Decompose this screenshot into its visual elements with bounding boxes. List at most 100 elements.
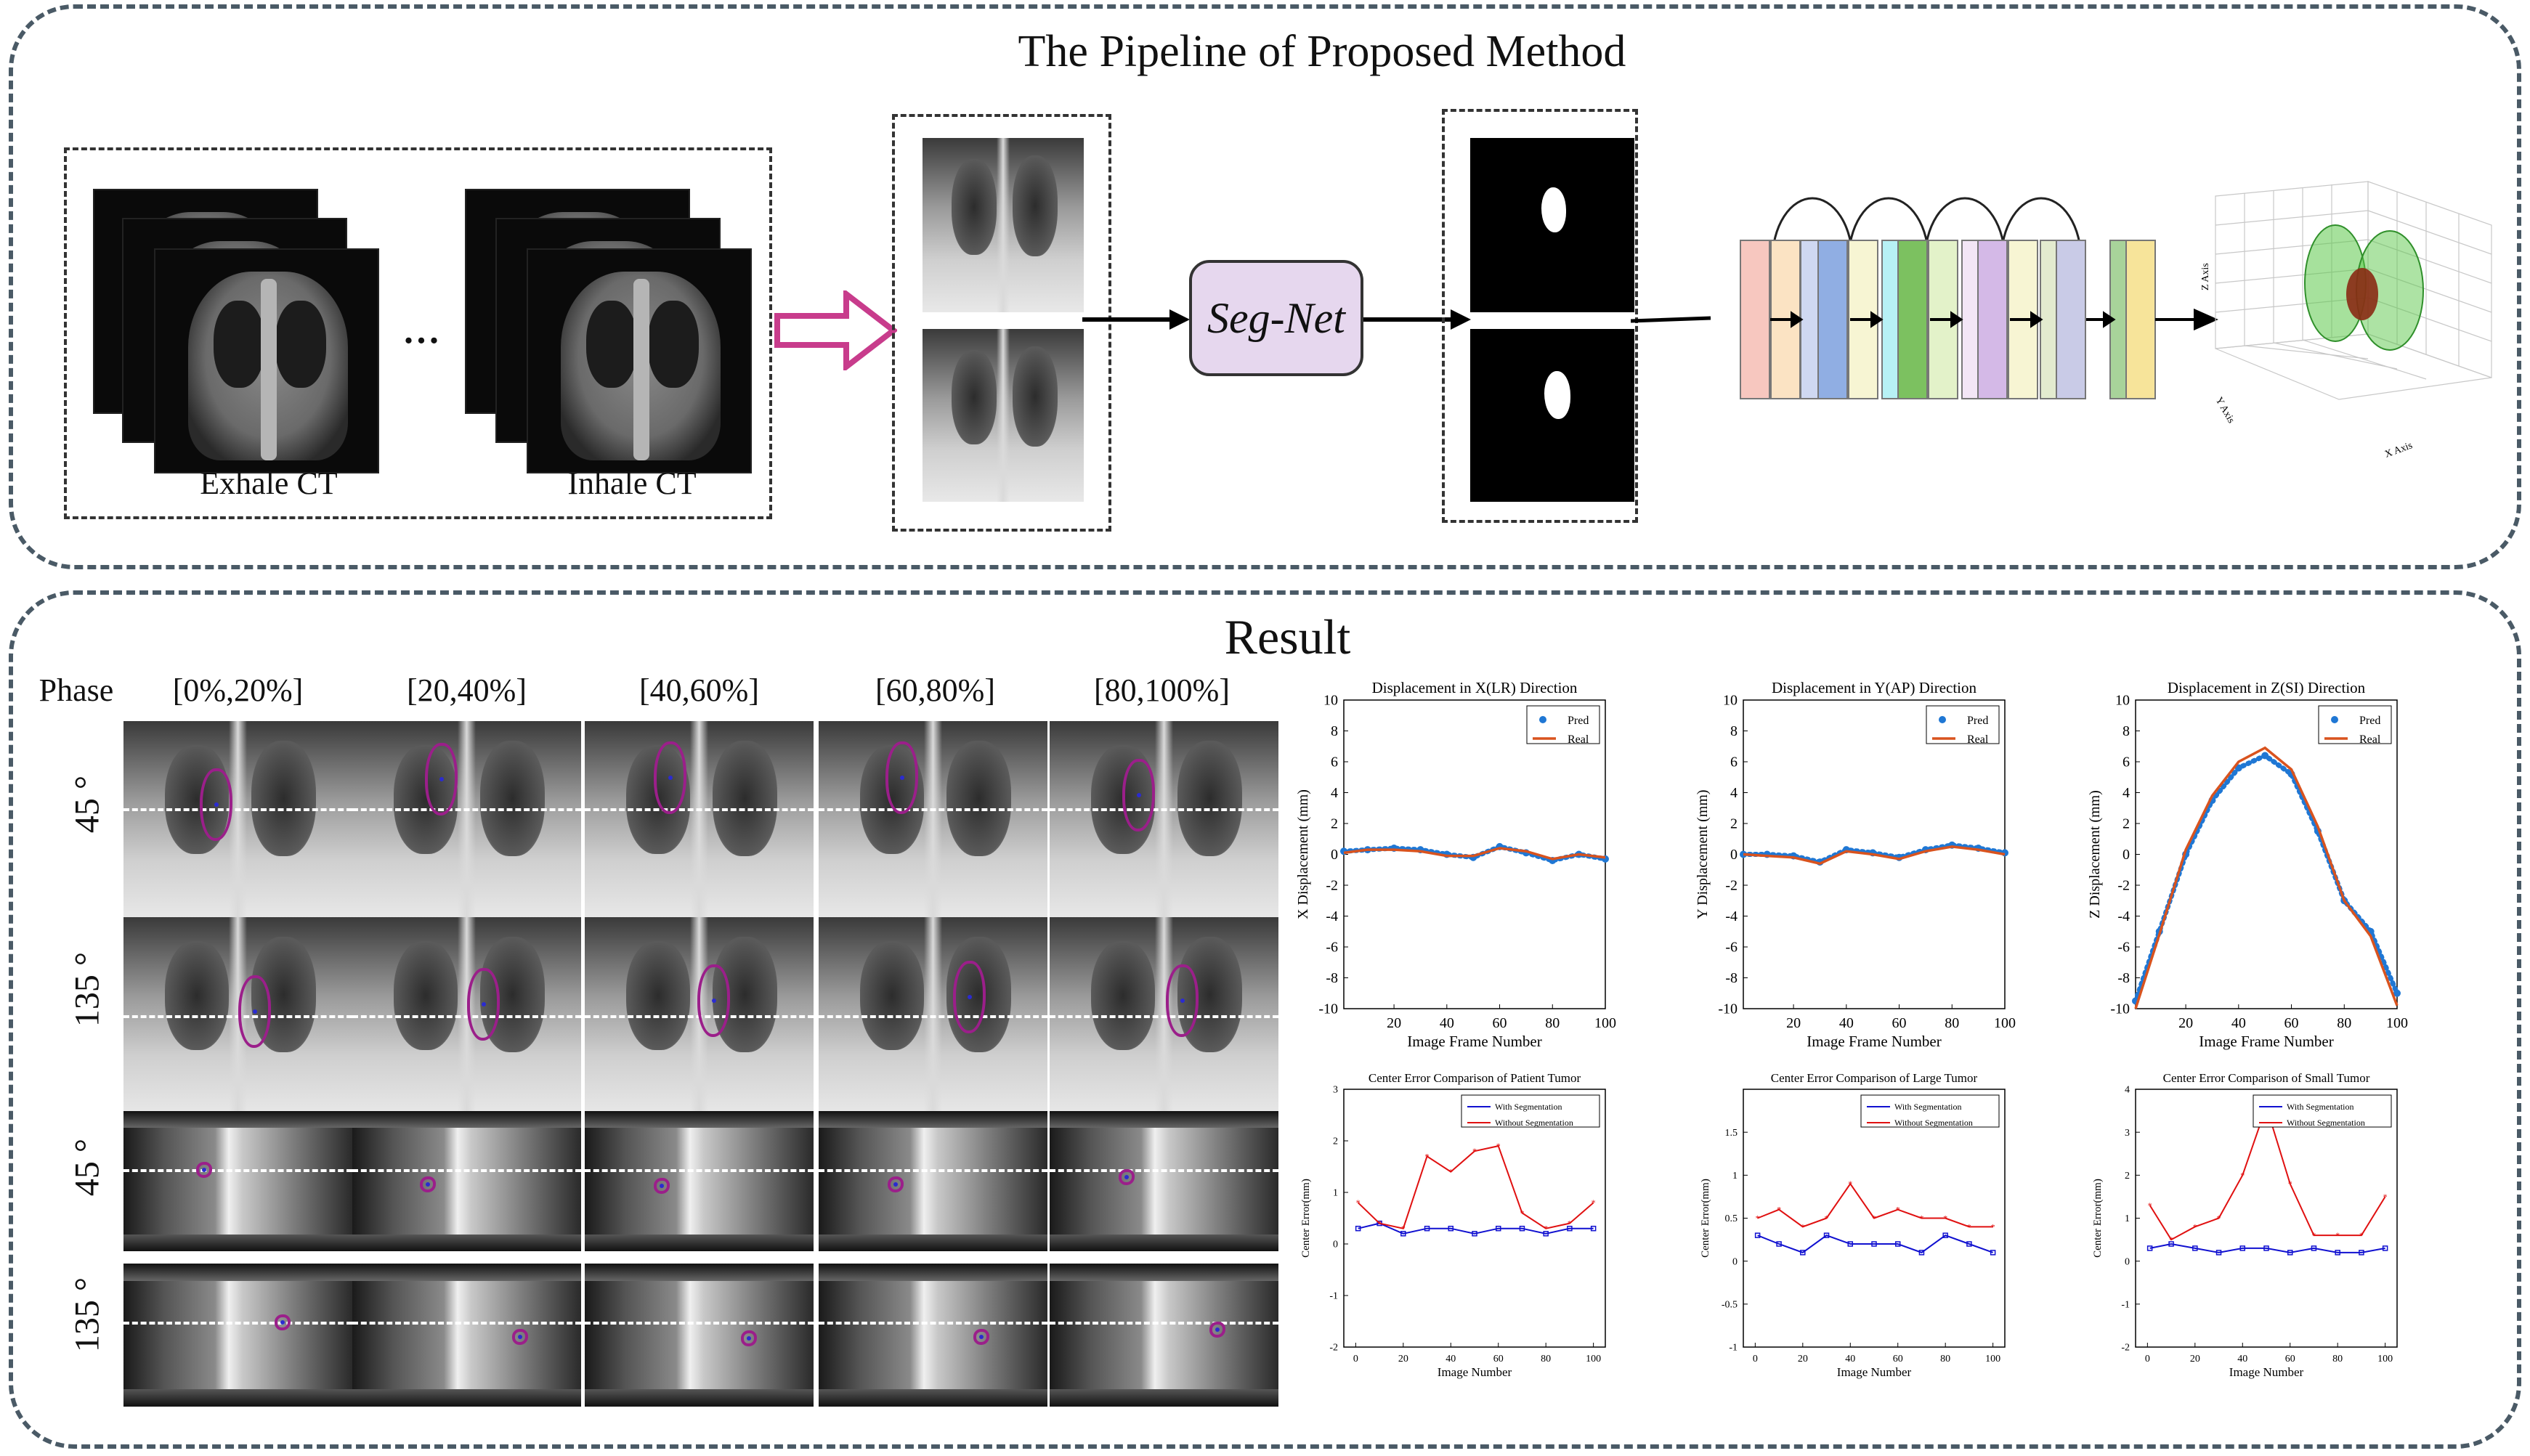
x-tick-label: 100 [2377,1354,2393,1365]
y-tick-label: -10 [2110,1001,2130,1017]
with-seg-marker [2239,1245,2246,1251]
drr-result-image [123,917,352,1115]
with-seg-marker [2146,1245,2153,1251]
chart-title: Center Error Comparison of Patient Tumor [1369,1071,1581,1085]
x-tick-label: 80 [1945,1015,1959,1031]
x-tick-label: 100 [1985,1354,2000,1365]
ct-input-box [64,147,772,519]
drr-result-image [819,1111,1047,1251]
drr-result-image [819,1264,1047,1407]
hollow-arrow-icon [774,290,897,370]
y-tick-label: -2 [1326,878,1338,894]
y-tick-label: -6 [2117,940,2130,956]
with-seg-marker [1871,1241,1877,1247]
arrow-to-segnet-icon [1082,309,1190,330]
with-seg-marker [2335,1250,2340,1256]
x-axis-label: Image Frame Number [2199,1033,2333,1050]
without-seg-marker: * [2169,1235,2173,1245]
with-seg-marker [2382,1245,2388,1251]
y-tick-label: -4 [1326,908,1338,924]
legend-box [2253,1094,2392,1128]
y-tick-label: 2 [2125,1171,2130,1182]
with-seg-marker [1519,1225,1525,1232]
y-axis-label: Y Axis [2213,396,2237,426]
x-tick-label: 40 [1839,1015,1854,1031]
without-seg-marker: * [1756,1213,1760,1224]
y-tick-label: 2 [1331,816,1338,832]
y-tick-label: 10 [1323,693,1338,709]
with-seg-marker [2287,1250,2293,1256]
segnet-block: Seg-Net [1189,260,1363,376]
y-tick-label: 8 [1331,723,1338,739]
plot-frame [1343,1089,1606,1348]
x-tick-label: 40 [1446,1354,1456,1365]
drr-result-image [585,1111,814,1251]
y-tick-label: 0 [2125,1256,2130,1267]
legend-box [1461,1094,1600,1128]
y-tick-label: -6 [1326,940,1338,956]
chart-title: Displacement in X(LR) Direction [1372,679,1578,696]
x-tick-label: 100 [1586,1354,1601,1365]
y-tick-label: 6 [2122,755,2130,770]
y-tick-label: 1.5 [1725,1128,1738,1139]
x-tick-label: 60 [1893,1354,1903,1365]
x-axis-label: X Axis [2383,440,2414,457]
series-line [1743,845,2006,866]
with-seg-marker [1800,1250,1806,1256]
inhale-ct-slice [527,248,752,473]
mask-image-bottom [1470,329,1634,502]
without-seg-marker: * [2217,1213,2221,1224]
pipeline-title: The Pipeline of Proposed Method [1018,27,1626,76]
without-seg-marker: * [2383,1192,2388,1202]
series-line [2149,1243,2385,1253]
arrow-to-network-icon [1631,316,1711,323]
y-tick-label: 6 [1730,755,1738,770]
legend-label: Without Segmentation [2287,1118,2365,1128]
without-seg-marker: * [2311,1230,2316,1240]
without-seg-marker: * [1919,1213,1923,1224]
y-tick-label: 4 [1730,785,1738,801]
y-axis-label: Y Displacement (mm) [1695,789,1711,919]
drr-result-image [123,721,352,919]
y-tick-label: -2 [1725,878,1738,894]
without-seg-marker: * [1848,1179,1852,1189]
without-seg-marker: * [1777,1205,1781,1215]
y-tick-label: 3 [1333,1085,1338,1096]
legend-label: With Segmentation [1894,1102,1962,1112]
x-tick-label: 20 [1398,1354,1408,1365]
chart-title: Center Error Comparison of Large Tumor [1771,1071,1978,1085]
x-tick-label: 0 [2145,1354,2150,1365]
skip-connections [1771,197,2083,261]
pred-point [2393,989,2401,997]
y-tick-label: 3 [2125,1128,2130,1139]
with-seg-marker [1590,1225,1597,1232]
x-tick-label: 60 [1493,1015,1507,1031]
series-line [1357,1144,1594,1229]
x-tick-label: 100 [1994,1015,2016,1031]
series-line [1757,1182,1993,1228]
with-seg-marker [1990,1250,1996,1256]
legend-label: Pred [1568,715,1589,727]
x-tick-label: 80 [1545,1015,1560,1031]
x-tick-label: 40 [1845,1354,1855,1365]
drr-box [892,114,1111,532]
legend-swatch [1539,716,1546,723]
y-tick-label: -1 [1729,1343,1738,1354]
legend-label: Pred [1967,715,1988,727]
with-seg-marker [1424,1225,1430,1232]
legend-label: Pred [2359,715,2380,727]
chart-title: Displacement in Z(SI) Direction [2168,679,2366,696]
x-tick-label: 40 [2231,1015,2246,1031]
without-seg-marker: * [1825,1213,1829,1224]
y-tick-label: 0 [1331,847,1338,863]
phase-header-3: [40,60%] [639,672,759,708]
with-seg-marker [1942,1232,1948,1238]
without-seg-marker: * [2359,1230,2364,1240]
without-seg-marker: * [1872,1213,1876,1224]
with-seg-marker [1754,1232,1761,1238]
series-line [1358,1222,1594,1235]
legend-label: Real [2359,733,2381,746]
y-tick-label: 2 [2122,816,2130,832]
with-seg-marker [1400,1231,1406,1237]
y-tick-label: -4 [1725,908,1738,924]
